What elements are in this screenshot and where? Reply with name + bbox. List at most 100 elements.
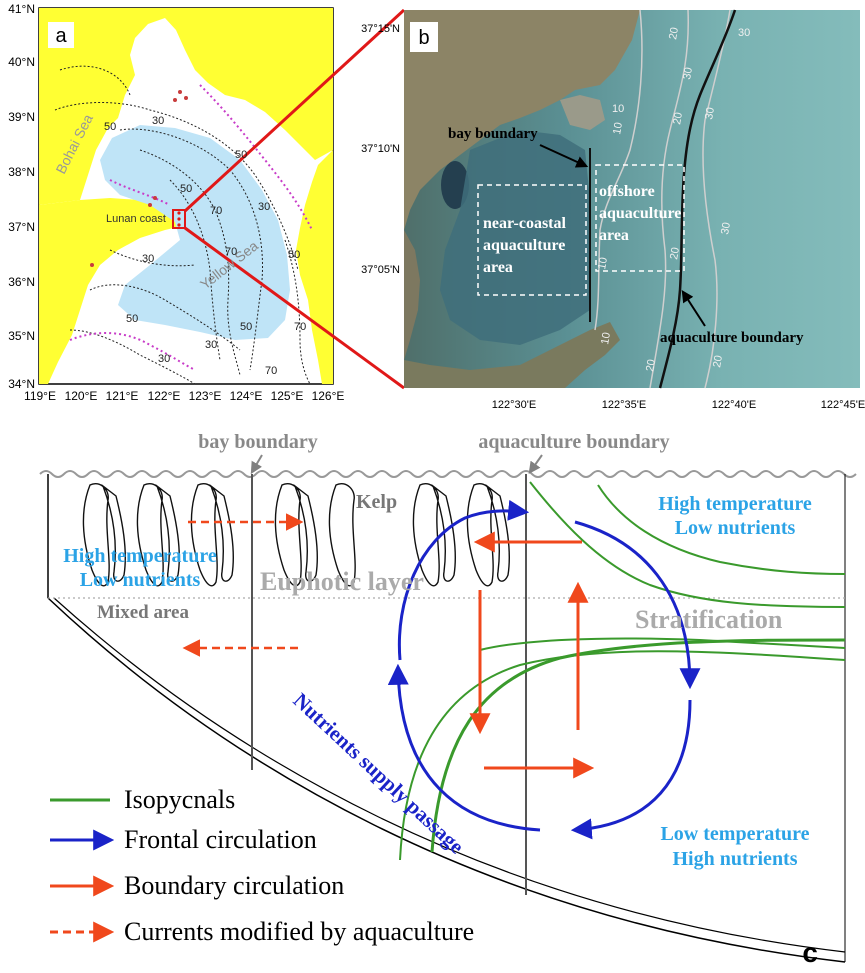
svg-text:50: 50 (180, 183, 192, 195)
svg-text:10: 10 (612, 103, 624, 115)
c-aquaculture-boundary-label: aquaculture boundary (478, 431, 669, 453)
land-korea (296, 150, 333, 384)
panel-c-schematic: bay boundary aquaculture boundary Kelp (39, 431, 857, 968)
svg-text:30: 30 (738, 27, 750, 39)
svg-text:aquaculture: aquaculture (599, 205, 681, 222)
panel-a-lon-labels: 119°E 120°E 121°E 122°E 123°E 124°E 125°… (24, 389, 344, 403)
bay-boundary-label: bay boundary (448, 126, 538, 142)
svg-text:10: 10 (611, 121, 625, 135)
svg-text:35°N: 35°N (8, 329, 35, 343)
c-bay-boundary-label: bay boundary (198, 431, 318, 453)
kelp-6 (412, 483, 456, 587)
c-bay-boundary-arrow (250, 454, 263, 475)
panel-b-lat-labels: 37°15'N 37°10'N 37°05'N (361, 23, 400, 276)
aquaculture-boundary-label: aquaculture boundary (660, 330, 804, 346)
svg-text:30: 30 (205, 339, 217, 351)
svg-text:120°E: 120°E (65, 389, 98, 403)
svg-text:119°E: 119°E (24, 389, 56, 403)
panel-a-lat-labels: 41°N 40°N 39°N 38°N 37°N 36°N 35°N 34°N (8, 2, 35, 391)
svg-text:36°N: 36°N (8, 275, 35, 289)
sea-surface (39, 470, 857, 478)
depth-contours-b (594, 9, 731, 389)
svg-text:10: 10 (596, 256, 610, 270)
svg-text:30: 30 (681, 66, 695, 80)
aquaculture-boundary-line (658, 9, 737, 389)
svg-text:area: area (483, 259, 513, 276)
svg-text:121°E: 121°E (106, 389, 139, 403)
svg-text:122°40'E: 122°40'E (712, 399, 756, 411)
svg-text:near-coastal: near-coastal (483, 215, 566, 232)
svg-text:20: 20 (711, 354, 725, 368)
frontal-right-top-arrow (574, 520, 701, 690)
svg-text:70: 70 (210, 205, 222, 217)
near-coastal-box (477, 184, 587, 296)
kelp-1 (82, 483, 126, 587)
svg-text:20: 20 (668, 246, 682, 260)
svg-text:37°10'N: 37°10'N (361, 143, 400, 155)
panel-c-label: c (802, 937, 818, 968)
svg-text:30: 30 (152, 115, 164, 127)
panel-b-label: b (418, 27, 429, 49)
left-condition-text: High temperature Low nutrients (63, 545, 217, 591)
bay-water (440, 130, 590, 345)
svg-text:High temperature: High temperature (658, 493, 812, 515)
svg-text:70: 70 (294, 321, 306, 333)
offshore-box (595, 164, 685, 272)
frontal-right-bottom-arrow (570, 699, 692, 840)
svg-text:37°05'N: 37°05'N (361, 264, 400, 276)
svg-text:30: 30 (158, 353, 170, 365)
svg-text:122°45'E: 122°45'E (821, 399, 865, 411)
panel-b-satellite: b bay boundary near-coastal aquaculture … (361, 9, 865, 411)
mixed-area-label: Mixed area (97, 602, 189, 623)
coast-land-urban (560, 95, 605, 130)
svg-text:50: 50 (240, 321, 252, 333)
highlight-water (100, 125, 290, 340)
aquaculture-boundary-arrow (681, 289, 706, 327)
svg-text:37°N: 37°N (8, 220, 35, 234)
panel-b-label-box (410, 22, 438, 52)
svg-text:122°35'E: 122°35'E (602, 399, 646, 411)
depth-labels-b: 20 30 10 30 10 30 20 10 20 30 20 10 20 (596, 26, 750, 372)
depth-contours (54, 65, 311, 385)
lunan-box-dots (177, 211, 181, 227)
contour-labels: 50 30 50 50 30 70 50 70 30 70 50 30 70 3… (104, 115, 306, 377)
land-peninsula-shandong (39, 198, 185, 384)
svg-text:41°N: 41°N (8, 2, 35, 16)
lunan-label: Lunan coast (106, 213, 166, 225)
svg-text:50: 50 (288, 249, 300, 261)
frontal-top-arrow (397, 499, 530, 661)
frontal-circulation (387, 499, 701, 840)
euphotic-label: Euphotic layer (260, 567, 424, 596)
kelp-7 (466, 483, 510, 587)
coast-land-2 (404, 230, 420, 360)
panel-b-lon-labels: 122°30'E 122°35'E 122°40'E 122°45'E (492, 399, 865, 411)
kelp-label: Kelp (356, 491, 397, 513)
kelp-4 (274, 483, 318, 587)
svg-text:Low temperature: Low temperature (660, 823, 809, 845)
svg-text:area: area (599, 227, 629, 244)
svg-text:38°N: 38°N (8, 165, 35, 179)
lunan-box (172, 209, 186, 229)
land-north (39, 8, 333, 205)
offshore-label: offshore aquaculture area (599, 183, 681, 244)
right-bottom-condition-text: Low temperature High nutrients (660, 823, 809, 870)
svg-text:Low nutrients: Low nutrients (675, 517, 796, 539)
legend-boundary-label: Boundary circulation (124, 871, 344, 900)
svg-text:offshore: offshore (599, 183, 655, 200)
legend-isopycnal-label: Isopycnals (124, 785, 235, 814)
svg-text:30: 30 (258, 201, 270, 213)
callout-line-bottom (184, 226, 405, 390)
front-lines (69, 84, 313, 371)
lagoon (441, 161, 469, 209)
svg-text:123°E: 123°E (189, 389, 222, 403)
isopycnals (399, 481, 846, 861)
svg-text:Low nutrients: Low nutrients (80, 569, 201, 591)
coast-land-3 (404, 322, 620, 388)
svg-text:10: 10 (599, 331, 613, 345)
svg-text:124°E: 124°E (230, 389, 263, 403)
svg-text:122°E: 122°E (148, 389, 181, 403)
panel-a-label: a (55, 25, 67, 47)
svg-text:40°N: 40°N (8, 55, 35, 69)
svg-text:37°15'N: 37°15'N (361, 23, 400, 35)
